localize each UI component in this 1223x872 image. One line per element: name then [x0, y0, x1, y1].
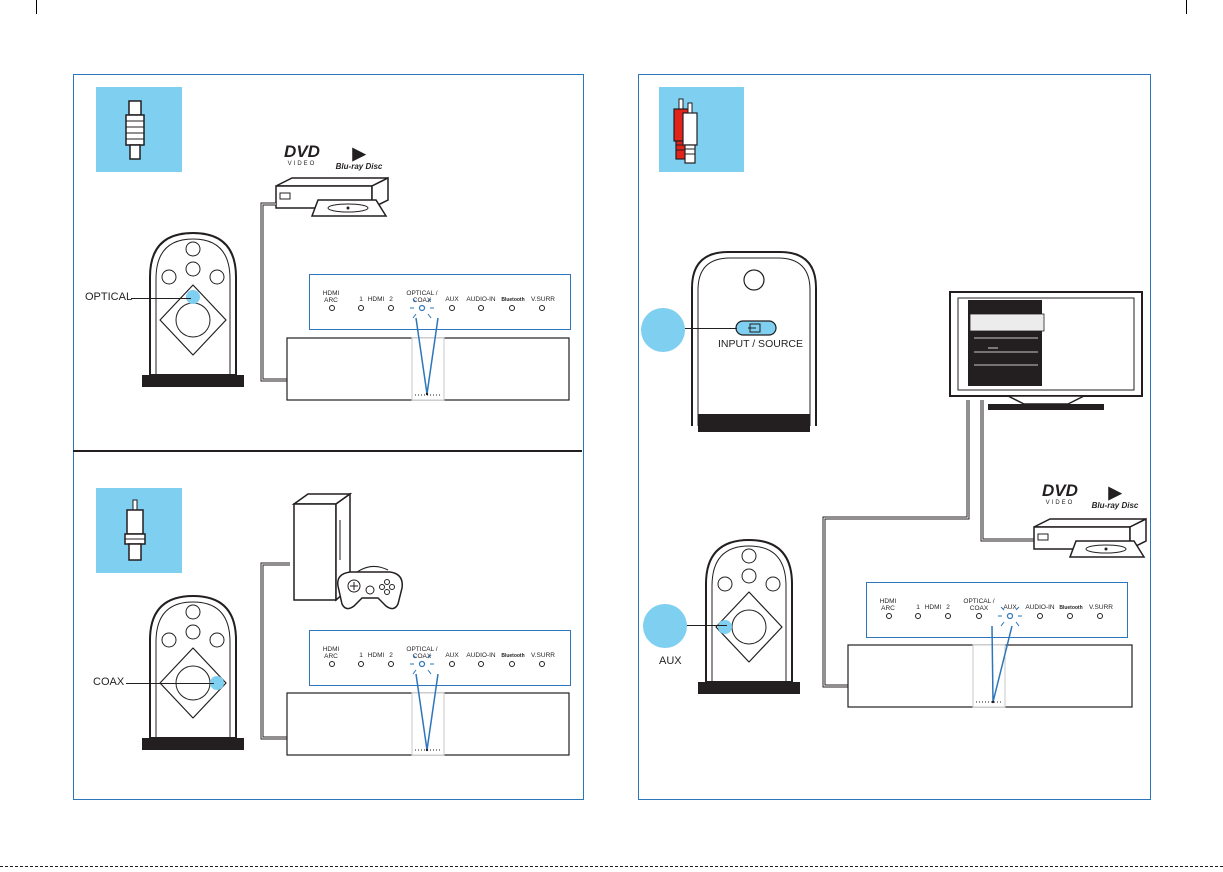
optical-callout-label: OPTICAL [85, 291, 132, 303]
dvd-logo-right: DVD VIDEO [1038, 483, 1082, 507]
panel-leds-optical [309, 300, 569, 320]
remote-aux [698, 534, 800, 694]
panel-leds-coax [309, 656, 569, 676]
panel-leds-aux [866, 608, 1126, 628]
game-console [288, 490, 418, 620]
crop-mark-right [1186, 0, 1187, 14]
coax-led-pointer [406, 674, 446, 754]
dvd-player-right [1030, 517, 1150, 563]
dvd-logo: DVD VIDEO [280, 144, 324, 168]
aux-led-pointer [966, 626, 1006, 706]
optical-led-pointer [406, 318, 446, 398]
bluray-logo-right: ▶ Blu-ray Disc [1082, 485, 1148, 511]
trim-line [0, 866, 1223, 867]
aux-callout-label: AUX [659, 655, 682, 667]
coax-plug-icon [96, 488, 182, 573]
optical-plug-icon [96, 87, 182, 172]
left-divider [73, 450, 582, 452]
coax-callout-label: COAX [93, 676, 124, 688]
crop-mark-left [36, 0, 37, 14]
coax-icon-box [96, 488, 182, 573]
step-badge-2 [643, 604, 687, 648]
optical-icon-box [96, 87, 182, 172]
remote-coax [142, 590, 244, 750]
rca-icon-box [659, 87, 744, 172]
input-source-label: INPUT / SOURCE [718, 338, 803, 350]
optical-callout-line [131, 298, 191, 299]
coax-callout-line [126, 683, 214, 684]
remote-optical [142, 227, 244, 387]
rca-plugs-icon [659, 87, 744, 172]
step-badge-1 [641, 308, 685, 352]
television [948, 290, 1144, 412]
bluray-logo: ▶ Blu-ray Disc [326, 146, 392, 172]
input-source-callout-line [685, 328, 737, 329]
aux-callout-line [687, 625, 727, 626]
